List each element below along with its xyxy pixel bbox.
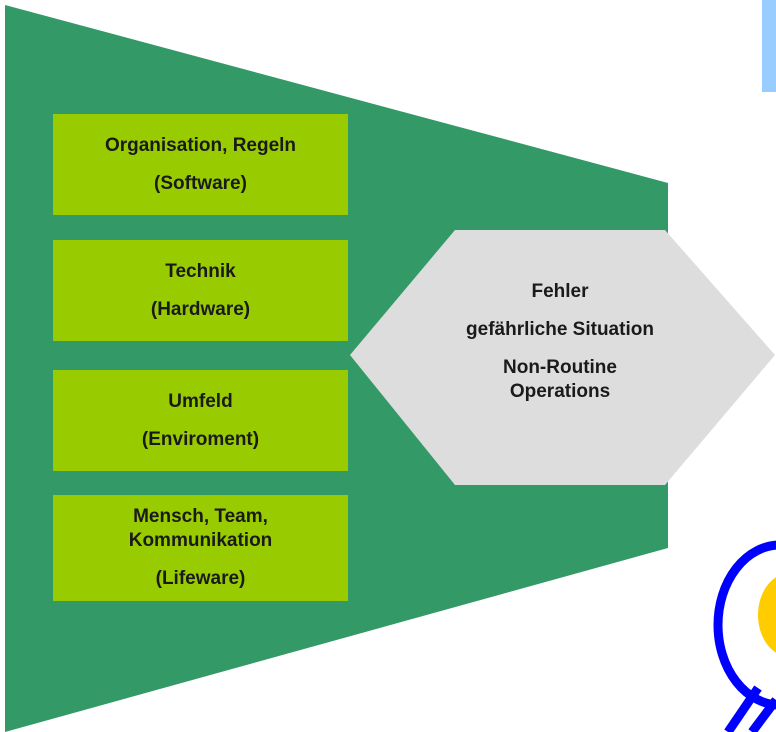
factor-label: Technik xyxy=(165,260,236,282)
outcome-line-nonroutine: Non-Routine xyxy=(503,357,617,378)
factor-sublabel: (Lifeware) xyxy=(155,568,246,589)
factor-label-2: Kommunikation xyxy=(128,530,273,551)
factor-label: Organisation, Regeln xyxy=(104,134,297,156)
magnifier-icon xyxy=(713,540,776,732)
corner-tab xyxy=(762,0,776,92)
outcome-label: Fehler gefährliche Situation Non-Routine… xyxy=(395,280,725,404)
outcome-line-operations: Operations xyxy=(509,381,611,402)
factor-sublabel: (Hardware) xyxy=(150,298,251,320)
factor-box-mensch: Mensch, Team, Kommunikation (Lifeware) xyxy=(53,495,348,601)
factor-label: Umfeld xyxy=(168,390,233,412)
factor-box-technik: Technik (Hardware) xyxy=(53,240,348,341)
factor-box-organisation: Organisation, Regeln (Software) xyxy=(53,114,348,215)
outcome-line-situation: gefährliche Situation xyxy=(466,319,654,340)
factor-sublabel: (Enviroment) xyxy=(141,428,260,450)
factor-box-umfeld: Umfeld (Enviroment) xyxy=(53,370,348,471)
factor-sublabel: (Software) xyxy=(154,172,247,194)
hexagon-shape xyxy=(350,230,775,485)
outcome-line-fehler: Fehler xyxy=(531,281,589,302)
factor-label: Mensch, Team, xyxy=(133,506,268,527)
